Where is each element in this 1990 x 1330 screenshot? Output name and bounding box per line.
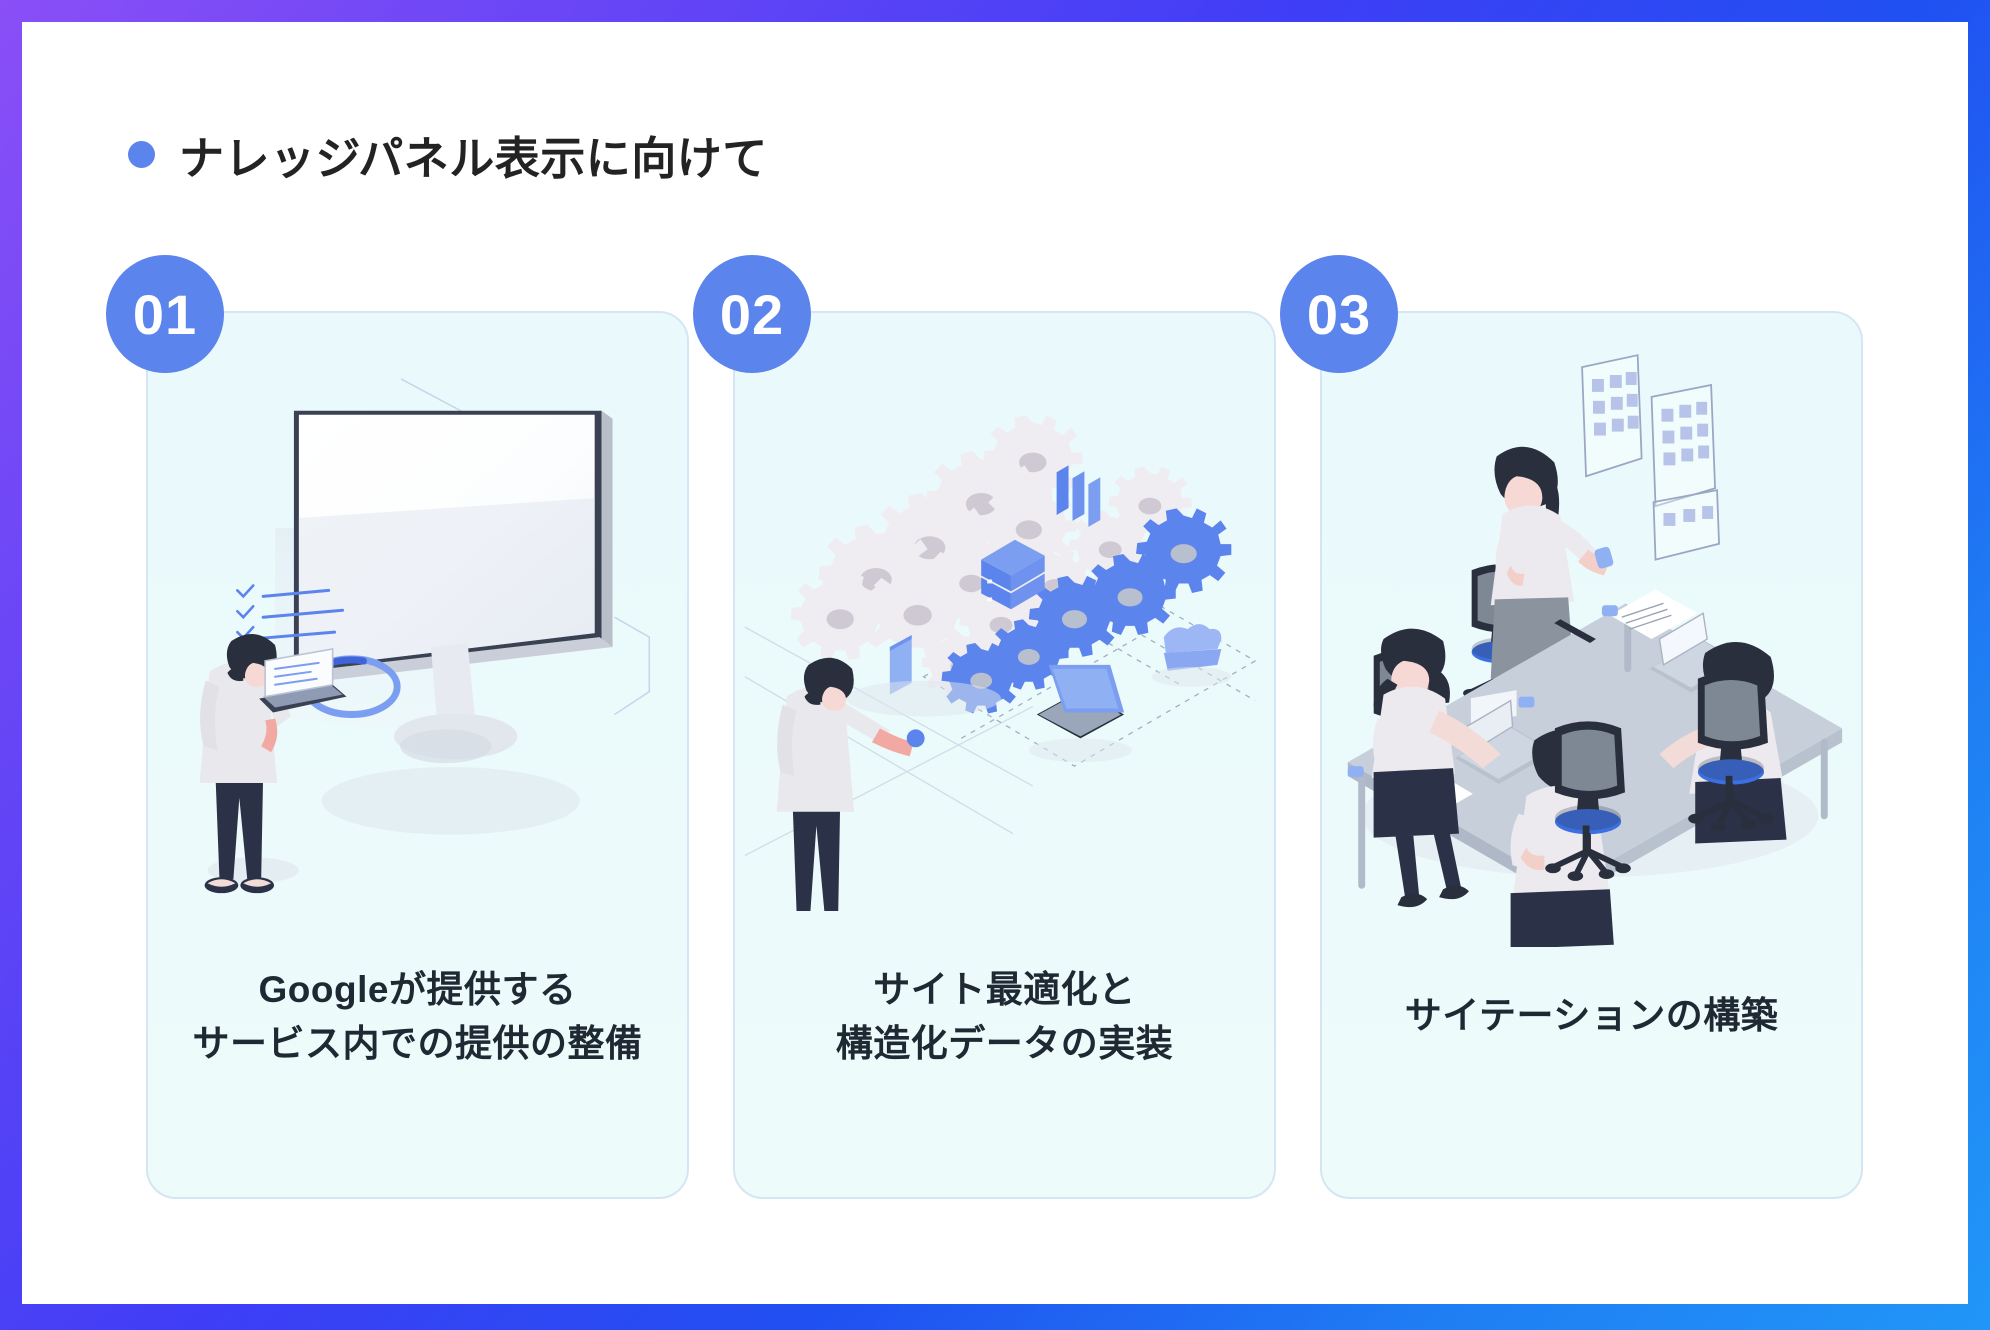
card-03-number-badge: 03: [1280, 255, 1398, 373]
caption-line: 構造化データの実装: [835, 1022, 1174, 1064]
card-03-caption: サイテーションの構築: [1322, 989, 1861, 1043]
illustration-gears-scene: [735, 347, 1274, 947]
illustration-meeting-scene: [1322, 347, 1861, 947]
card-02-body: サイト最適化と 構造化データの実装: [735, 313, 1274, 1197]
bullet-icon: [128, 141, 155, 168]
card-01-body: Googleが提供する サービス内での提供の整備: [148, 313, 687, 1197]
card-02-number-badge: 02: [693, 255, 811, 373]
card-row: Googleが提供する サービス内での提供の整備 01: [22, 255, 1968, 1201]
card-01-number-badge: 01: [106, 255, 224, 373]
caption-line: サイテーションの構築: [1404, 995, 1779, 1036]
page-title-text: ナレッジパネル表示に向けて: [179, 133, 768, 184]
card-02-caption: サイト最適化と 構造化データの実装: [735, 963, 1274, 1070]
caption-line: サイト最適化と: [873, 969, 1136, 1010]
slide-canvas: ナレッジパネル表示に向けて: [22, 22, 1968, 1304]
page-title: ナレッジパネル表示に向けて: [128, 122, 768, 187]
card-03[interactable]: サイテーションの構築 03: [1280, 255, 1863, 1199]
card-02[interactable]: サイト最適化と 構造化データの実装 02: [693, 255, 1276, 1199]
caption-line: サービス内での提供の整備: [192, 1022, 643, 1064]
card-01-caption: Googleが提供する サービス内での提供の整備: [148, 963, 687, 1070]
card-03-body: サイテーションの構築: [1322, 313, 1861, 1197]
card-01[interactable]: Googleが提供する サービス内での提供の整備 01: [106, 255, 689, 1199]
caption-line: Googleが提供する: [258, 969, 577, 1010]
illustration-monitor-scene: [148, 347, 687, 947]
